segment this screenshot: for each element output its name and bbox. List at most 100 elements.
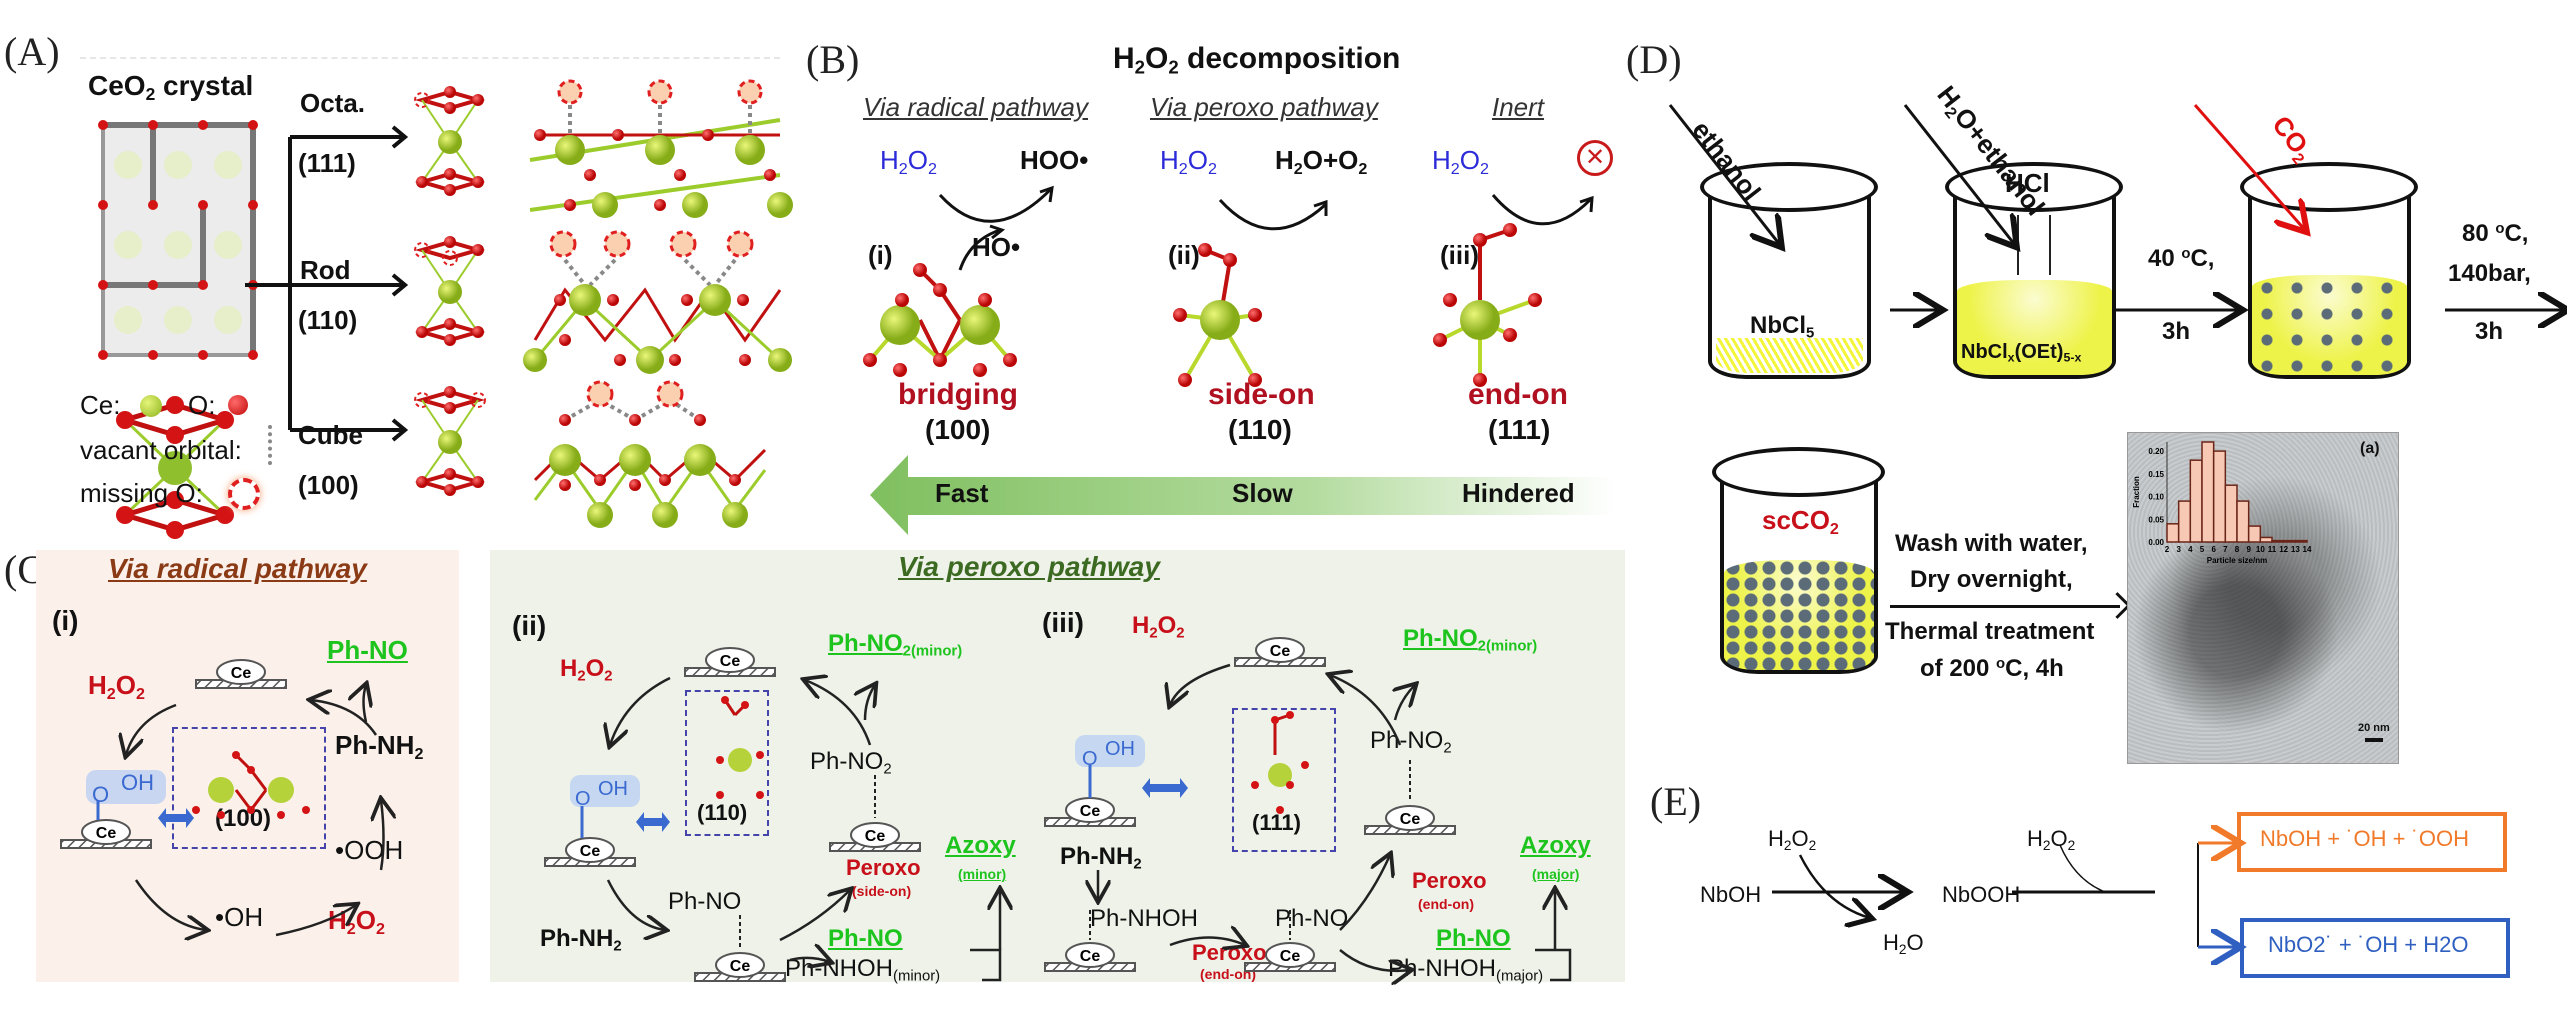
hist-y-tick-label: 0.00 bbox=[2148, 538, 2164, 547]
peroxo-iii-peroxo: Peroxo bbox=[1412, 868, 1487, 893]
svg-text:O: O bbox=[92, 782, 109, 807]
hist-y-tick-label: 0.20 bbox=[2148, 447, 2164, 456]
plane-110-b: (110) bbox=[1228, 414, 1292, 445]
hist-y-tick-label: 0.10 bbox=[2148, 493, 2164, 502]
peroxo-ii-amine: Ph-NH2 bbox=[540, 925, 622, 955]
peroxo-iii-hydroxylamine-adsorbed: Ph-NHOH bbox=[1090, 905, 1199, 932]
hist-x-tick-label: 2 bbox=[2165, 545, 2170, 554]
hist-y-label: Fraction bbox=[2132, 476, 2141, 508]
mode-bridging: bridging bbox=[898, 378, 1018, 411]
b-reactant-2: H2O2 bbox=[1160, 145, 1217, 178]
cond2-time: 3h bbox=[2475, 318, 2504, 345]
svg-text:O: O bbox=[1082, 748, 1098, 770]
hist-bar bbox=[2201, 441, 2215, 543]
facet-111-label: (111) bbox=[298, 148, 356, 178]
tem-image bbox=[2127, 432, 2399, 764]
beaker-nbclx-label: NbClx(OEt)5-x bbox=[1961, 341, 2082, 365]
radical-h2o2-top: H2O2 bbox=[88, 670, 145, 703]
peroxo-iii-peroxo-bottom-mode: (end-on) bbox=[1200, 966, 1256, 982]
pathway-peroxo-heading: Via peroxo pathway bbox=[1150, 92, 1378, 122]
nbcl5-crystals bbox=[1716, 338, 1863, 373]
panel-a-label: (A) bbox=[4, 29, 60, 74]
b-reaction-arrows bbox=[938, 185, 1594, 271]
facet-100-label: (100) bbox=[298, 470, 359, 500]
peroxo-ii-peroxo-mode: (side-on) bbox=[852, 883, 912, 899]
b-adsorption-structures bbox=[863, 223, 1542, 387]
facet-cube-label: Cube bbox=[298, 420, 363, 450]
plane-111-b: (111) bbox=[1488, 414, 1551, 445]
hcl-label: HCl bbox=[2005, 168, 2050, 198]
facet-branch-arrows bbox=[245, 125, 409, 442]
panel-a-top-dashline bbox=[80, 57, 780, 59]
ce-coordination-cluster bbox=[116, 396, 234, 539]
peroxo-ii-h2o2: H2O2 bbox=[560, 655, 613, 685]
peroxo-ii-intermediate: Ph-NO bbox=[668, 888, 742, 915]
facet-110-label: (110) bbox=[298, 305, 358, 335]
radical-100-inset bbox=[172, 727, 326, 849]
beaker-scco2: scCO2 bbox=[1720, 470, 1878, 674]
hist-bar bbox=[2247, 525, 2262, 543]
beaker-scco2-rim bbox=[1712, 447, 1885, 497]
peroxo-ii-azoxy-amount: (minor) bbox=[958, 866, 1007, 882]
b-index-ii: (ii) bbox=[1168, 240, 1200, 270]
hist-x-tick-label: 10 bbox=[2256, 545, 2265, 554]
e-product1: NbOH + ˙OH + ˙OOH bbox=[2260, 826, 2470, 851]
peroxo-iii-amine: Ph-NH2 bbox=[1060, 843, 1142, 873]
radical-cycle-graphics: Ce Ce O OH bbox=[60, 659, 459, 982]
b-reactant-3: H2O2 bbox=[1432, 145, 1489, 178]
cond3-thermal-temp: of 200 oC, 4h bbox=[1920, 655, 2064, 682]
panel-e-label: (E) bbox=[1650, 779, 1702, 824]
legend-vacant-label: vacant orbital: bbox=[80, 435, 242, 465]
svg-text:Ce: Ce bbox=[231, 665, 252, 682]
e-intermediate: NbOOH bbox=[1942, 882, 2021, 907]
radical-pathway-title: Via radical pathway bbox=[108, 553, 367, 584]
legend-missing-label: missing O: bbox=[80, 478, 203, 508]
peroxo-cycle-graphics: Ce O OH O OH bbox=[544, 637, 1572, 982]
pathway-inert-heading: Inert bbox=[1492, 92, 1545, 122]
cond3-thermal: Thermal treatment bbox=[1885, 618, 2095, 645]
e-branch-arrows bbox=[2059, 825, 2240, 975]
peroxo-iii-azoxy: Azoxy bbox=[1520, 832, 1591, 859]
b-index-iii: (iii) bbox=[1440, 240, 1479, 270]
peroxo-ii-nitroso-product: Ph-NO bbox=[828, 925, 903, 952]
radical-oh: •OH bbox=[215, 902, 264, 932]
mode-side-on: side-on bbox=[1208, 378, 1315, 411]
co2-liquid bbox=[2252, 275, 2407, 375]
radical-product-phno: Ph-NO bbox=[327, 635, 408, 665]
peroxo-ii-hydroxylamine: Ph-NHOH(minor) bbox=[785, 955, 941, 985]
beaker-nbcl5: NbCl5 bbox=[1708, 185, 1871, 379]
svg-text:O: O bbox=[575, 788, 591, 810]
e-byproduct: H2O bbox=[1883, 930, 1924, 958]
peroxo-ii-110-label: (110) bbox=[697, 800, 748, 825]
e-product1-box bbox=[2237, 812, 2507, 872]
peroxo-ii-peroxo: Peroxo bbox=[846, 855, 921, 880]
hist-bar bbox=[2166, 523, 2180, 543]
facet-octa-label: Octa. bbox=[300, 88, 366, 118]
peroxo-ii-110-inset bbox=[685, 690, 769, 836]
facet-structures bbox=[414, 79, 793, 528]
legend-ce-label: Ce: bbox=[80, 390, 121, 420]
hist-x-tick-label: 14 bbox=[2303, 545, 2312, 554]
e-start: NbOH bbox=[1700, 882, 1762, 907]
mode-end-on: end-on bbox=[1468, 378, 1568, 411]
scco2-label: scCO2 bbox=[1762, 505, 1839, 538]
facet-rod-label: Rod bbox=[300, 255, 351, 285]
b-side-product-1: HO• bbox=[972, 232, 1021, 262]
pathway-radical-heading: Via radical pathway bbox=[863, 92, 1088, 122]
hist-x-tick-label: 8 bbox=[2235, 545, 2240, 554]
radical-index: (i) bbox=[52, 605, 79, 636]
hist-bar bbox=[2212, 450, 2227, 543]
hist-bar bbox=[2259, 536, 2273, 543]
beaker-nbcl5-rim bbox=[1700, 162, 1878, 212]
legend-o-label: O: bbox=[188, 390, 216, 420]
e-reaction-arrows bbox=[1772, 854, 2155, 960]
hist-x-tick-label: 7 bbox=[2223, 545, 2228, 554]
panel-b-title: H2O2 decomposition bbox=[1113, 42, 1401, 78]
e-reagent1: H2O2 bbox=[1768, 826, 1817, 854]
peroxo-pathway-title: Via peroxo pathway bbox=[898, 551, 1160, 582]
beaker-nbcl5-label: NbCl5 bbox=[1750, 311, 1815, 341]
peroxo-iii-peroxo-mode: (end-on) bbox=[1418, 896, 1474, 912]
hist-x-tick-label: 9 bbox=[2246, 545, 2251, 554]
ceo2-crystal-title: CeO2 crystal bbox=[88, 70, 254, 105]
